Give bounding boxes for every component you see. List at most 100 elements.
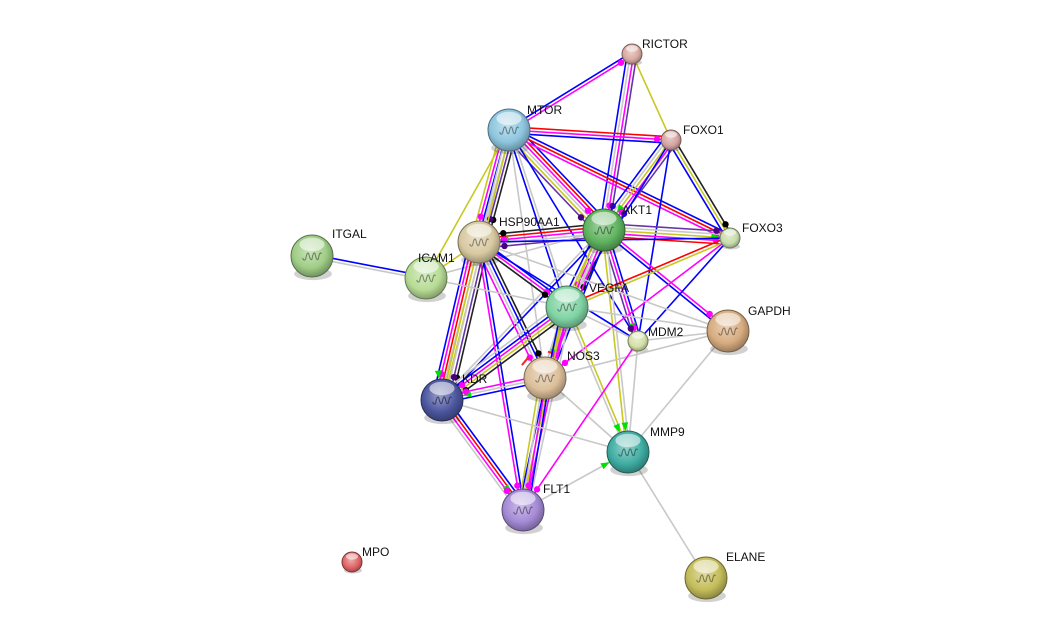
edge-line-weak: [526, 307, 573, 512]
edge-line-weak: [441, 399, 629, 453]
edge-vegfa-mmp9[interactable]: [564, 305, 631, 454]
edge-icam1-kdr[interactable]: [434, 370, 442, 380]
node-label: GAPDH: [748, 304, 791, 318]
edge-line-gene_fusion: [442, 398, 526, 510]
edge-foxo1-mdm2[interactable]: [637, 139, 672, 342]
node-label: FOXO3: [742, 221, 783, 235]
node-label: HSP90AA1: [499, 215, 560, 229]
node-gapdh[interactable]: GAPDH: [706, 304, 791, 356]
node-label: FLT1: [543, 482, 570, 496]
protein-structure-icon: [618, 448, 638, 457]
edge-foxo3-mdm2[interactable]: [637, 237, 731, 342]
edge-line-weak: [604, 229, 631, 453]
edge-line-weak: [627, 451, 707, 579]
node-label: NOS3: [567, 349, 600, 363]
node-highlight: [724, 229, 736, 236]
edge-foxo1-foxo3[interactable]: [667, 137, 734, 241]
node-kdr[interactable]: KDR: [420, 372, 488, 425]
node-highlight: [413, 259, 439, 274]
edge-line-cooccurrence: [637, 237, 731, 342]
edge-foxo3-nos3[interactable]: [544, 237, 731, 379]
node-hsp90aa1[interactable]: HSP90AA1: [457, 215, 560, 267]
edge-line-cooccurrence: [517, 305, 564, 510]
node-label: AKT1: [622, 203, 652, 217]
node-highlight: [466, 223, 492, 238]
edge-line-textmining: [670, 139, 731, 239]
node-highlight: [554, 288, 580, 303]
edge-mtor-foxo1[interactable]: [508, 126, 672, 144]
edge-line-textmining: [566, 238, 732, 310]
node-elane[interactable]: ELANE: [684, 550, 765, 603]
node-vegfa[interactable]: VEGFA: [545, 281, 629, 332]
node-mpo[interactable]: MPO: [341, 545, 389, 574]
edge-akt1-mmp9[interactable]: [601, 229, 631, 453]
node-foxo3[interactable]: FOXO3: [719, 221, 783, 250]
edge-mtor-icam1[interactable]: [425, 129, 510, 279]
edge-line-gene_fusion: [438, 240, 477, 401]
edge-mdm2-flt1[interactable]: [522, 340, 639, 511]
edge-line-textmining: [441, 241, 480, 401]
node-nos3[interactable]: NOS3: [523, 349, 600, 403]
edge-line-gene_fusion: [565, 235, 731, 307]
node-itgal[interactable]: ITGAL: [290, 227, 367, 281]
edge-line-coexpression: [672, 137, 734, 238]
edge-line-experiments: [522, 340, 639, 511]
edge-line-textmining: [517, 376, 542, 511]
activation-arrow-icon: [621, 422, 629, 432]
edge-line-cooccurrence: [598, 52, 629, 231]
edge-icam1-nos3[interactable]: [521, 356, 530, 366]
node-icam1[interactable]: ICAM1: [404, 251, 455, 303]
edge-rictor-foxo1[interactable]: [631, 53, 672, 141]
edge-line-cooccurrence: [439, 303, 566, 399]
node-highlight: [496, 111, 522, 126]
edge-icam1-vegfa[interactable]: [425, 277, 568, 308]
node-label: MTOR: [527, 103, 562, 117]
node-rictor[interactable]: RICTOR: [621, 37, 688, 66]
edge-mmp9-gapdh[interactable]: [627, 330, 729, 453]
protein-structure-icon: [696, 574, 716, 583]
edge-hsp90aa1-nos3[interactable]: [473, 239, 551, 381]
edge-line-weak: [444, 241, 483, 402]
edge-end-dot: [713, 227, 720, 234]
edge-kdr-mmp9[interactable]: [441, 399, 629, 453]
edge-end-dot: [526, 354, 533, 361]
edge-line-weak: [601, 52, 632, 231]
edge-end-dot: [535, 350, 542, 357]
node-foxo1[interactable]: FOXO1: [660, 123, 724, 152]
edge-line-cooccurrence: [667, 140, 729, 241]
edge-akt1-gapdh[interactable]: [602, 227, 730, 334]
edge-akt1-kdr[interactable]: [440, 228, 606, 402]
edge-vegfa-kdr[interactable]: [437, 301, 572, 406]
edge-line-weak: [437, 402, 520, 514]
node-label: RICTOR: [642, 37, 688, 51]
edge-vegfa-gapdh[interactable]: [566, 306, 729, 332]
edge-hsp90aa1-flt1[interactable]: [476, 240, 526, 512]
edge-mtor-akt1[interactable]: [502, 123, 611, 237]
edge-hsp90aa1-gapdh[interactable]: [478, 241, 729, 332]
edge-end-dot: [503, 487, 511, 495]
node-akt1[interactable]: AKT1: [582, 203, 652, 255]
node-mdm2[interactable]: MDM2: [627, 325, 684, 353]
edge-mmp9-elane[interactable]: [627, 451, 707, 579]
edge-foxo3-vegfa[interactable]: [565, 235, 732, 310]
node-highlight: [626, 45, 638, 52]
edge-end-dot: [541, 291, 549, 298]
activation-arrow-icon: [434, 370, 442, 380]
node-label: FOXO1: [683, 123, 724, 137]
node-mtor[interactable]: MTOR: [487, 103, 562, 155]
node-highlight: [693, 559, 719, 574]
node-label: ELANE: [726, 550, 765, 564]
node-flt1[interactable]: FLT1: [501, 482, 570, 535]
node-highlight: [665, 131, 677, 138]
edge-akt1-icam1[interactable]: [425, 229, 605, 279]
edges-layer: [310, 51, 734, 579]
node-highlight: [510, 491, 536, 506]
edge-nos3-flt1[interactable]: [517, 376, 551, 512]
edge-mtor-rictor[interactable]: [507, 51, 634, 133]
edge-line-cooccurrence: [602, 230, 728, 334]
node-mmp9[interactable]: MMP9: [606, 425, 685, 477]
edge-line-weak: [566, 306, 729, 332]
edge-end-dot: [627, 325, 635, 332]
edge-kdr-flt1[interactable]: [437, 396, 528, 514]
activation-arrow-icon: [613, 423, 620, 433]
